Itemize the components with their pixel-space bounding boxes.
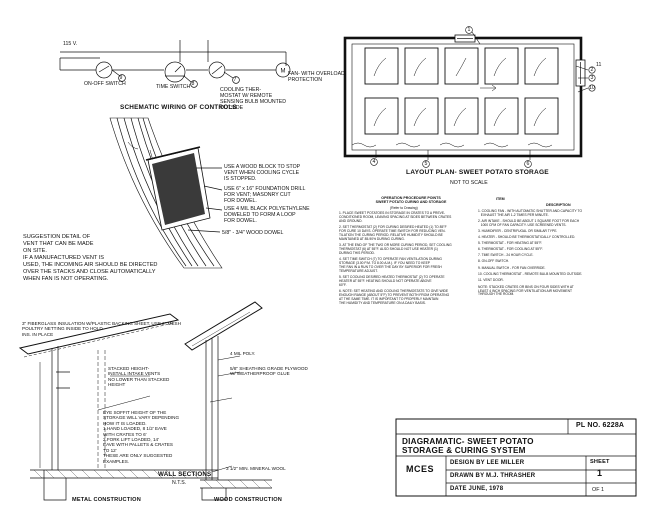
drawing-title: DIAGRAMATIC- SWEET POTATO STORAGE & CURI…: [402, 437, 534, 455]
plan-callout-11: 11: [596, 62, 602, 68]
mineral-wool-note: 3 1/2" MIN. MINERAL WOOL: [226, 466, 286, 471]
sheet-number: 1: [597, 468, 603, 478]
drafter-label: DRAWN BY M.J. THRASHER: [450, 473, 536, 479]
plan-callout-3: 3: [590, 75, 594, 81]
legend-item: 4. HEATER - SHOULD BE THERMOSTATICALLY C…: [478, 235, 576, 240]
cooling-thermostat-label: COOLING THER- MOSTAT W/ REMOTE SENSING B…: [220, 87, 287, 111]
vent-wood-detail: [109, 117, 223, 269]
vent-suggestion: SUGGESTION DETAIL OF VENT THAT CAN BE MA…: [23, 234, 158, 282]
legend-item: 7. TIME SWITCH - 24 HOUR CYCLE.: [478, 253, 534, 258]
legend-item: 6. THERMOSTAT - FOR COOLING AT 55°F.: [478, 247, 543, 252]
procedure-item: 4. SET TIME SWITCH (7) TO OPERATE FAN VE…: [339, 257, 442, 273]
schematic-wiring: M: [59, 40, 291, 88]
fan-label: FAN- WITH OVERLOAD PROTECTION: [288, 71, 345, 83]
wall-sections-title: WALL SECTIONS: [158, 471, 212, 478]
legend-item: 11. VENT DOOR.: [478, 277, 504, 282]
fan-symbol: [275, 62, 291, 78]
mces-logo: MCES: [406, 464, 435, 474]
callout-9: 9: [119, 75, 123, 81]
plan-callout-4: 4: [372, 159, 376, 165]
legend-item: 9. MANUAL SWITCH - FOR FAN OVERRIDE.: [478, 265, 546, 270]
procedure-item: 2. SET THERMOSTAT (2) FOR CURING DESIRED…: [339, 225, 447, 241]
callout-7: 7: [233, 77, 237, 83]
vent-note-poly: USE 4 MIL BLACK POLYETHYLENE DOWELED TO …: [224, 206, 310, 224]
sheet-of: OF 1: [592, 487, 604, 493]
wall-sections-scale: N.T.S.: [172, 480, 187, 486]
thermostat-symbol: [208, 61, 226, 79]
legend-item: 1. COOLING FAN - WITH AUTOMATIC SHUTTER …: [478, 209, 583, 217]
legend-item-header: ITEM: [496, 197, 505, 201]
stacked-height-note: STACKED HEIGHT- INSTALL INTAKE VENTS NO …: [108, 366, 170, 388]
plan-number: PL NO. 6228A: [576, 422, 625, 429]
procedure-item: 3. AT THE END OF THE TWO OR MORE CURING …: [339, 243, 452, 255]
plan-callout-10: 10: [589, 85, 595, 91]
on-off-switch-symbol: [95, 61, 113, 79]
layout-plan-title: LAYOUT PLAN- SWEET POTATO STORAGE: [406, 169, 549, 176]
wall-sections-drawing: [18, 301, 273, 501]
eave-height-note: EYE SOFFIT HEIGHT OF THE STORAGE WILL VA…: [103, 410, 180, 464]
wood-construction-title: WOOD CONSTRUCTION: [214, 497, 283, 503]
procedures-subtitle: (Refer to Drawing): [390, 206, 418, 210]
legend-note: NOTE: STACKED CRATES OR BINS ON FOUR SID…: [478, 284, 574, 297]
procedure-item: 5. SET COOLING DESIRED HEATED THERMOSTAT…: [339, 275, 445, 288]
procedures-title: OPERATION PROCEDURE POINTS SWEET POTATO …: [375, 196, 447, 205]
plan-callout-6: 6: [526, 161, 530, 167]
schematic-title: SCHEMATIC WIRING OF CONTROLS: [120, 104, 237, 111]
layout-plan-scale: NOT TO SCALE: [450, 180, 488, 186]
time-switch-label: TIME SWITCH: [156, 84, 191, 90]
legend-item: 10. COOLING THERMOSTAT - REMOTE BULB MOU…: [478, 271, 583, 276]
on-off-switch-label: ON-OFF SWITCH: [84, 81, 126, 87]
procedure-item: 1. PLACE SWEET POTATOES IN STORAGE IN CR…: [339, 211, 452, 223]
legend-item: 5. THERMOSTAT - FOR HEATING AT 55°F.: [478, 241, 543, 246]
legend-list: 1. COOLING FAN - WITH AUTOMATIC SHUTTER …: [478, 209, 638, 300]
layout-plan-drawing: [343, 26, 596, 168]
title-block-frame: [395, 418, 637, 497]
time-switch-symbol: [164, 61, 186, 83]
legend-item: 3. HUMIDIFIER - CENTRIFUGAL OR SIMILAR T…: [478, 229, 558, 233]
legend-description-header: DESCRIPTION: [546, 203, 571, 207]
procedure-item: 6. NOTE: SET HEATING AND COOLING THERMOS…: [339, 289, 450, 306]
svg-text:M: M: [281, 69, 286, 75]
insulation-note: 3" FIBERGLASS INSULATION W/PLASTIC BACKI…: [22, 321, 181, 337]
plan-callout-5: 5: [424, 161, 428, 167]
voltage-label: 115 V.: [63, 41, 78, 47]
vent-note-drill: USE 6" x 16" FOUNDATION DRILL FOR VENT; …: [224, 186, 306, 204]
vent-note-block: USE A WOOD BLOCK TO STOP VENT WHEN COOLI…: [224, 164, 301, 182]
sheet-label: SHEET: [590, 459, 610, 465]
poly-note: 4 MIL POLY.: [230, 351, 256, 356]
sheathing-note: 5/8" SHEATHING GRADE PLYWOOD W/ WEATHERP…: [230, 366, 308, 377]
legend-item: 2. AIR INTAKE - SHOULD BE ABOUT 1 SQUARE…: [478, 219, 580, 227]
vent-note-dowel: 5/8" - 3/4" WOOD DOWEL: [222, 230, 284, 236]
procedures-list: 1. PLACE SWEET POTATOES IN STORAGE IN CR…: [339, 211, 469, 308]
legend-item: 8. ON-OFF SWITCH.: [478, 259, 510, 264]
metal-construction-title: METAL CONSTRUCTION: [72, 497, 141, 503]
plan-callout-1: 1: [467, 27, 471, 33]
plan-callout-2: 2: [590, 67, 594, 73]
date-label: DATE JUNE, 1978: [450, 486, 504, 492]
callout-8: 8: [191, 81, 195, 87]
designer-label: DESIGN BY LEE MILLER: [450, 460, 525, 466]
